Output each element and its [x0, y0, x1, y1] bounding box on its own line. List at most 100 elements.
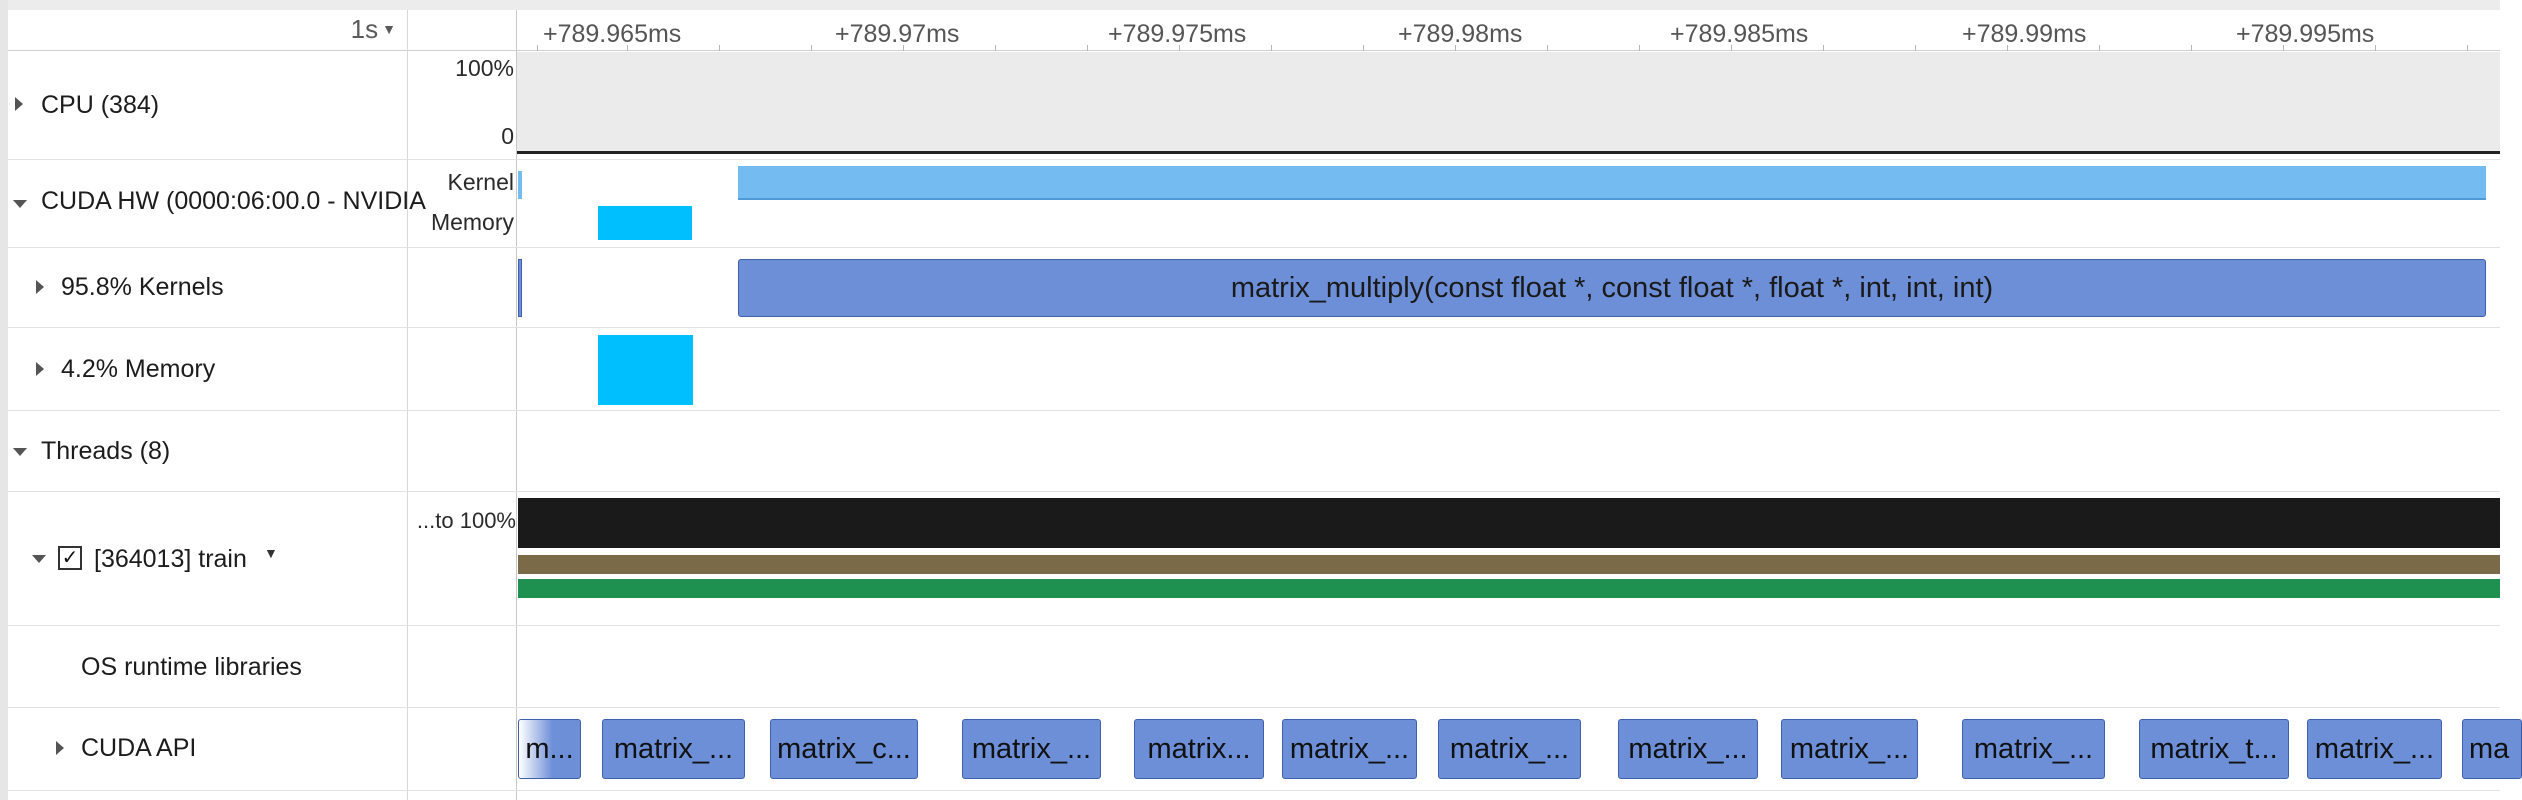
- ruler-tick-label: +789.975ms: [1108, 20, 1247, 48]
- window-top-edge: [0, 0, 2500, 10]
- train-scale-label: ...to 100%: [416, 508, 516, 533]
- row-divider: [8, 625, 2500, 626]
- memory-subrow-label: Memory: [430, 209, 514, 235]
- ruler-tick: [1731, 45, 1732, 51]
- ruler-tick: [1087, 45, 1088, 51]
- cuda-api-call[interactable]: matrix_c...: [770, 719, 918, 779]
- ruler-tick: [2191, 45, 2192, 51]
- cpu-row[interactable]: CPU (384): [8, 51, 407, 159]
- ruler-tick: [1179, 45, 1180, 51]
- kernels-row-label: 95.8% Kernels: [61, 273, 224, 301]
- collapse-arrow-icon[interactable]: [32, 555, 46, 563]
- cuda-memory-block[interactable]: [598, 206, 692, 240]
- cuda-hw-row-label: CUDA HW (0000:06:00.0 - NVIDIA: [41, 187, 426, 215]
- row-divider: [8, 159, 2500, 160]
- ruler-tick: [2375, 45, 2376, 51]
- dropdown-arrow-icon: ▼: [382, 21, 396, 37]
- ruler-tick-label: +789.965ms: [543, 20, 682, 48]
- threads-row[interactable]: Threads (8): [8, 411, 407, 491]
- cuda-kernel-bar[interactable]: [738, 166, 2486, 200]
- ruler-tick: [627, 45, 628, 51]
- cuda-api-call[interactable]: m...: [518, 719, 581, 779]
- scale-column-divider[interactable]: [407, 10, 408, 800]
- expand-arrow-icon[interactable]: [36, 362, 44, 376]
- cuda-kernel-bar[interactable]: [518, 171, 522, 199]
- expand-arrow-icon[interactable]: [56, 741, 64, 755]
- kernels-row[interactable]: 95.8% Kernels: [8, 248, 407, 327]
- thread-checkbox[interactable]: ✓: [58, 546, 82, 570]
- cuda-api-call[interactable]: matrix_t...: [2139, 719, 2289, 779]
- ruler-tick-label: +789.97ms: [835, 20, 960, 48]
- ruler-tick: [2283, 45, 2284, 51]
- cpu-row-label: CPU (384): [41, 91, 160, 119]
- train-thread-row[interactable]: ✓ [364013] train ▼: [8, 492, 407, 625]
- expand-arrow-icon[interactable]: [36, 280, 44, 294]
- row-divider: [8, 491, 2500, 492]
- zoom-selector[interactable]: 1s▼: [330, 14, 396, 46]
- collapse-arrow-icon[interactable]: [13, 448, 27, 456]
- memory-row[interactable]: 4.2% Memory: [8, 328, 407, 410]
- cuda-hw-row[interactable]: CUDA HW (0000:06:00.0 - NVIDIA: [8, 160, 426, 247]
- cuda-api-call[interactable]: matrix_...: [1438, 719, 1581, 779]
- row-divider: [8, 707, 2500, 708]
- cuda-api-row[interactable]: CUDA API: [8, 708, 407, 790]
- ruler-tick: [2007, 45, 2008, 51]
- cpu-scale-max: 100%: [455, 55, 514, 81]
- kernel-block[interactable]: matrix_multiply(const float *, const flo…: [738, 259, 2486, 317]
- memory-block[interactable]: [598, 335, 693, 405]
- cuda-api-call[interactable]: matrix_...: [2307, 719, 2442, 779]
- os-runtime-label: OS runtime libraries: [81, 653, 302, 681]
- kernel-subrow-label: Kernel: [447, 169, 514, 195]
- window-left-edge: [0, 0, 8, 800]
- ruler-tick: [903, 45, 904, 51]
- thread-state-bar[interactable]: [518, 555, 2500, 574]
- zoom-label: 1s: [350, 14, 379, 44]
- cpu-utilization-baseline: [517, 151, 2500, 154]
- row-divider: [8, 790, 2500, 791]
- ruler-tick: [719, 45, 720, 51]
- row-divider: [8, 327, 2500, 328]
- ruler-tick: [2099, 45, 2100, 51]
- ruler-tick: [1639, 45, 1640, 51]
- cuda-api-call[interactable]: matrix_...: [962, 719, 1101, 779]
- thread-running-bar[interactable]: [518, 579, 2500, 598]
- cuda-api-call[interactable]: matrix_...: [1618, 719, 1758, 779]
- os-runtime-row[interactable]: OS runtime libraries: [8, 626, 407, 707]
- cuda-api-call[interactable]: matrix...: [1134, 719, 1264, 779]
- cpu-scale-min: 0: [501, 123, 514, 149]
- dropdown-arrow-icon[interactable]: ▼: [264, 545, 278, 561]
- ruler-tick: [1823, 45, 1824, 51]
- thread-utilization-bar[interactable]: [518, 498, 2500, 548]
- expand-arrow-icon[interactable]: [15, 97, 23, 111]
- collapse-arrow-icon[interactable]: [13, 200, 27, 208]
- ruler-tick-label: +789.985ms: [1670, 20, 1809, 48]
- ruler-tick: [537, 45, 538, 51]
- ruler-tick: [1271, 45, 1272, 51]
- cuda-api-call[interactable]: matrix_...: [1962, 719, 2105, 779]
- ruler-tick: [1547, 45, 1548, 51]
- cuda-api-call[interactable]: matrix_...: [1781, 719, 1918, 779]
- cuda-api-call[interactable]: matrix_...: [1282, 719, 1417, 779]
- kernel-block[interactable]: [518, 259, 522, 317]
- cuda-api-call[interactable]: matrix_...: [602, 719, 745, 779]
- ruler-tick: [1915, 45, 1916, 51]
- timeline-header: [8, 10, 2500, 51]
- ruler-tick-label: +789.98ms: [1398, 20, 1523, 48]
- ruler-tick: [811, 45, 812, 51]
- ruler-tick: [2467, 45, 2468, 51]
- cuda-api-label: CUDA API: [81, 734, 197, 762]
- row-divider: [8, 410, 2500, 411]
- row-divider: [8, 247, 2500, 248]
- ruler-tick-label: +789.995ms: [2236, 20, 2375, 48]
- ruler-tick: [1455, 45, 1456, 51]
- cpu-utilization-band[interactable]: [517, 52, 2500, 152]
- timeline-column-divider[interactable]: [516, 10, 517, 800]
- ruler-tick: [995, 45, 996, 51]
- train-thread-label: [364013] train: [94, 545, 247, 573]
- memory-row-label: 4.2% Memory: [61, 355, 216, 383]
- ruler-tick-label: +789.99ms: [1962, 20, 2087, 48]
- timeline-ruler[interactable]: +789.965ms +789.97ms +789.975ms +789.98m…: [517, 10, 2500, 51]
- threads-row-label: Threads (8): [41, 437, 171, 465]
- cuda-api-track: m... matrix_... matrix_c... matrix_... m…: [517, 708, 2522, 790]
- cuda-api-call[interactable]: ma: [2462, 719, 2522, 779]
